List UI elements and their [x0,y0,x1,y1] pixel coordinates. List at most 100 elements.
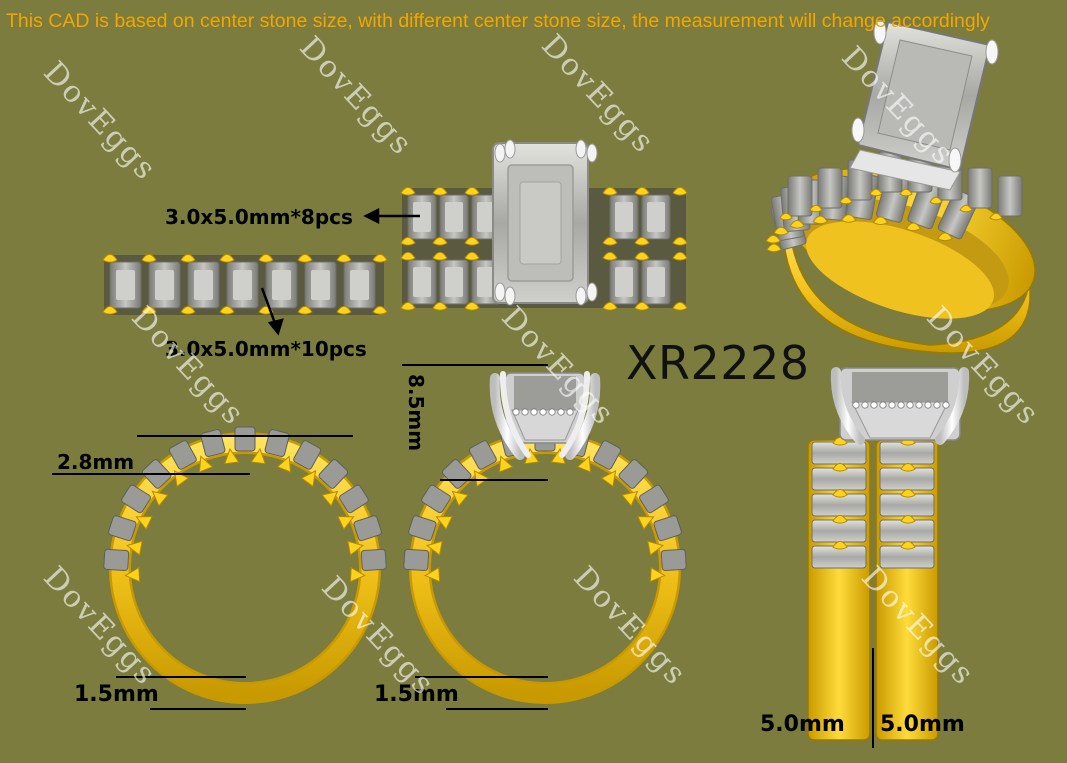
halo-diamond [933,401,941,409]
prong [929,196,943,205]
prong [672,236,688,246]
prong [432,251,448,261]
baguette-stone [997,175,1023,217]
prong [812,215,829,225]
band-bottom-left-label: 1.5mm [74,682,159,707]
halo-diamond [888,401,896,409]
prong [602,236,618,246]
prong [336,253,352,263]
prong [602,251,618,261]
side-stone [468,440,497,470]
prong [250,447,266,465]
prong [765,234,781,244]
side-stone [360,548,387,571]
engagement-ring-side-view [402,364,687,710]
prong [432,236,448,246]
prong [832,488,848,498]
prong [400,186,416,196]
prong [347,540,364,556]
prong [672,186,688,196]
halo-diamond [852,401,860,409]
halo-diamond [861,401,869,409]
side-stone [108,515,137,542]
halo-diamond [942,401,950,409]
prong [426,540,443,556]
prong [832,514,848,524]
side-stone [234,426,256,452]
prong [400,236,416,246]
cad-note: This CAD is based on center stone size, … [6,10,990,32]
prong [634,251,650,261]
prong [900,514,916,524]
prong [435,516,453,531]
prong [905,222,922,232]
model-code: XR2228 [626,336,810,390]
side-stone [353,515,382,542]
prong [141,253,157,263]
prong [869,188,883,197]
side-stone [403,548,430,571]
ring-set-top-view [400,139,688,311]
head-height-label: 8.5mm [404,374,428,452]
side-stone [103,548,130,571]
prong [297,253,313,263]
side-stone [339,484,369,514]
prong [464,251,480,261]
halo-diamond [566,408,574,416]
prong [634,301,650,311]
halo-diamond [539,408,547,416]
side-stone [421,484,451,514]
halo-diamond [924,401,932,409]
side-stone [318,459,349,489]
prong [372,305,388,315]
ring-set-perspective-view [765,19,1036,354]
prong [832,462,848,472]
prong [464,301,480,311]
halo-diamond [530,408,538,416]
side-stone [618,459,649,489]
arrows [260,207,420,336]
halo-diamond [870,401,878,409]
prong [372,253,388,263]
prong [180,305,196,315]
prong [773,226,789,236]
prong [989,212,1003,221]
prong [219,305,235,315]
prong [126,540,143,556]
prong [102,253,118,263]
prong [224,447,240,465]
prong [634,236,650,246]
side-stone [168,440,197,470]
side-stone [293,440,322,470]
prong [900,488,916,498]
prong [141,305,157,315]
halo-diamond [897,401,905,409]
side-stone [653,515,682,542]
prong [872,216,889,226]
prong [832,540,848,550]
prong [400,251,416,261]
prong [766,243,782,253]
prong [647,540,664,556]
top-stones-label: 3.0x5.0mm*8pcs [165,205,353,229]
prong [809,204,823,213]
prong [637,516,655,531]
halo-diamond [512,408,520,416]
halo-diamond [557,408,565,416]
prong [102,305,118,315]
prong [451,490,469,507]
prong [464,236,480,246]
halo-diamond [915,401,923,409]
side-stone [121,484,151,514]
eternity-band-top-view [102,253,388,315]
prong [899,188,913,197]
prong [300,470,317,488]
halo-diamond [879,401,887,409]
baguette-stone [787,175,813,217]
prong [900,462,916,472]
prong [297,305,313,315]
band-height-label: 2.8mm [57,450,135,474]
halo-diamond [906,401,914,409]
prong [321,490,339,507]
